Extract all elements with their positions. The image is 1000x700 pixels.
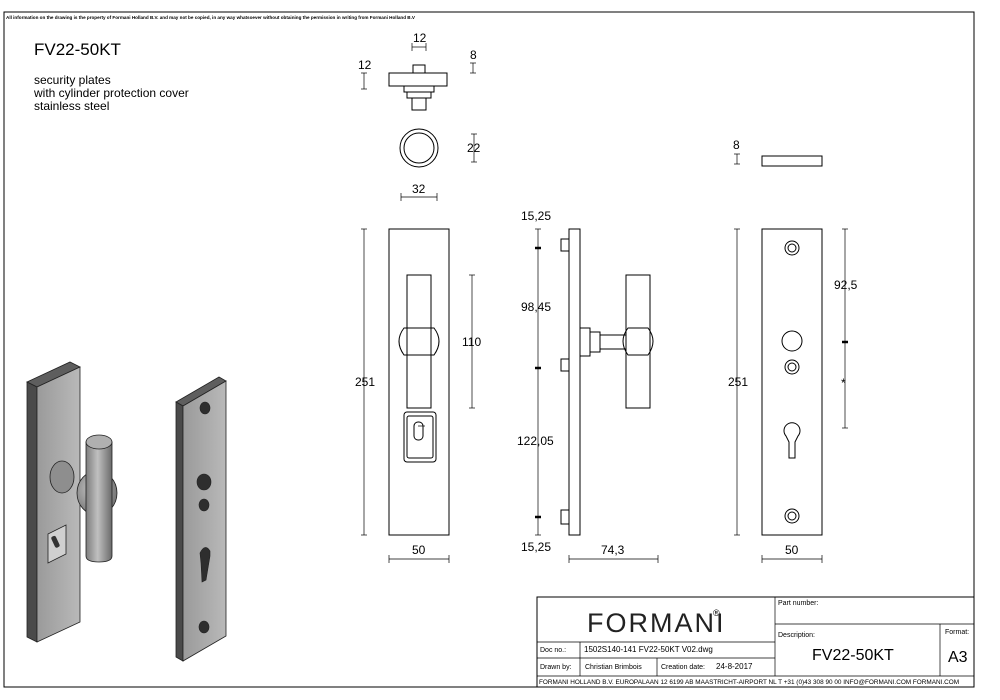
dim-back-width: 50: [785, 543, 799, 557]
dim-back-height: 251: [728, 375, 748, 389]
title-description: FV22-50KT: [812, 647, 894, 664]
dim-side-bottom: 15,25: [521, 540, 551, 554]
dim-top-height: 12: [358, 58, 372, 72]
creation-date-label: Creation date:: [661, 664, 705, 671]
dim-front-handle: 110: [462, 335, 481, 349]
sheet-border: [3, 11, 975, 688]
drawn-by-value: Christian Brimbois: [585, 664, 642, 671]
part-number-label: Part number:: [778, 600, 819, 607]
dim-back-spacing: 92,5: [834, 278, 858, 292]
thickness-detail: [734, 153, 823, 167]
description-label: Description:: [778, 632, 815, 639]
side-view: [535, 228, 659, 563]
front-view: [361, 228, 475, 563]
trademark-mark: ®: [713, 608, 720, 618]
dim-front-width: 50: [412, 543, 426, 557]
product-description: security plates with cylinder protection…: [34, 74, 189, 113]
top-view: [361, 43, 477, 201]
dim-thickness: 8: [733, 138, 740, 152]
dim-asterisk: *: [841, 376, 846, 390]
doc-no-label: Doc no.:: [540, 647, 566, 654]
description-line: security plates: [34, 73, 111, 87]
copyright-notice: All information on the drawing is the pr…: [6, 15, 415, 20]
dim-side-lower: 122,05: [517, 434, 554, 448]
drawn-by-label: Drawn by:: [540, 664, 572, 671]
dim-side-upper: 98,45: [521, 300, 551, 314]
format-value: A3: [948, 649, 968, 666]
render-front-plate: [26, 361, 118, 643]
format-label: Format:: [945, 629, 969, 636]
doc-no-value: 1502S140-141 FV22-50KT V02.dwg: [584, 645, 713, 654]
dim-top-width: 12: [413, 31, 427, 45]
back-view: [734, 228, 848, 563]
dim-ring-width: 32: [412, 182, 426, 196]
formani-logo: FORMANI: [587, 608, 726, 638]
title-block: [536, 596, 975, 688]
creation-date-value: 24-8-2017: [716, 662, 753, 671]
dim-side-depth: 74,3: [601, 543, 625, 557]
dim-front-height: 251: [355, 375, 375, 389]
render-back-plate: [175, 376, 227, 662]
dim-ring-height: 22: [467, 141, 481, 155]
description-line: with cylinder protection cover: [34, 86, 189, 100]
dim-side-top: 15,25: [521, 209, 551, 223]
footer-address: FORMANI HOLLAND B.V. EUROPALAAN 12 6199 …: [539, 679, 959, 686]
description-line: stainless steel: [34, 99, 110, 113]
product-code: FV22-50KT: [34, 40, 121, 59]
dim-top-right: 8: [470, 48, 477, 62]
